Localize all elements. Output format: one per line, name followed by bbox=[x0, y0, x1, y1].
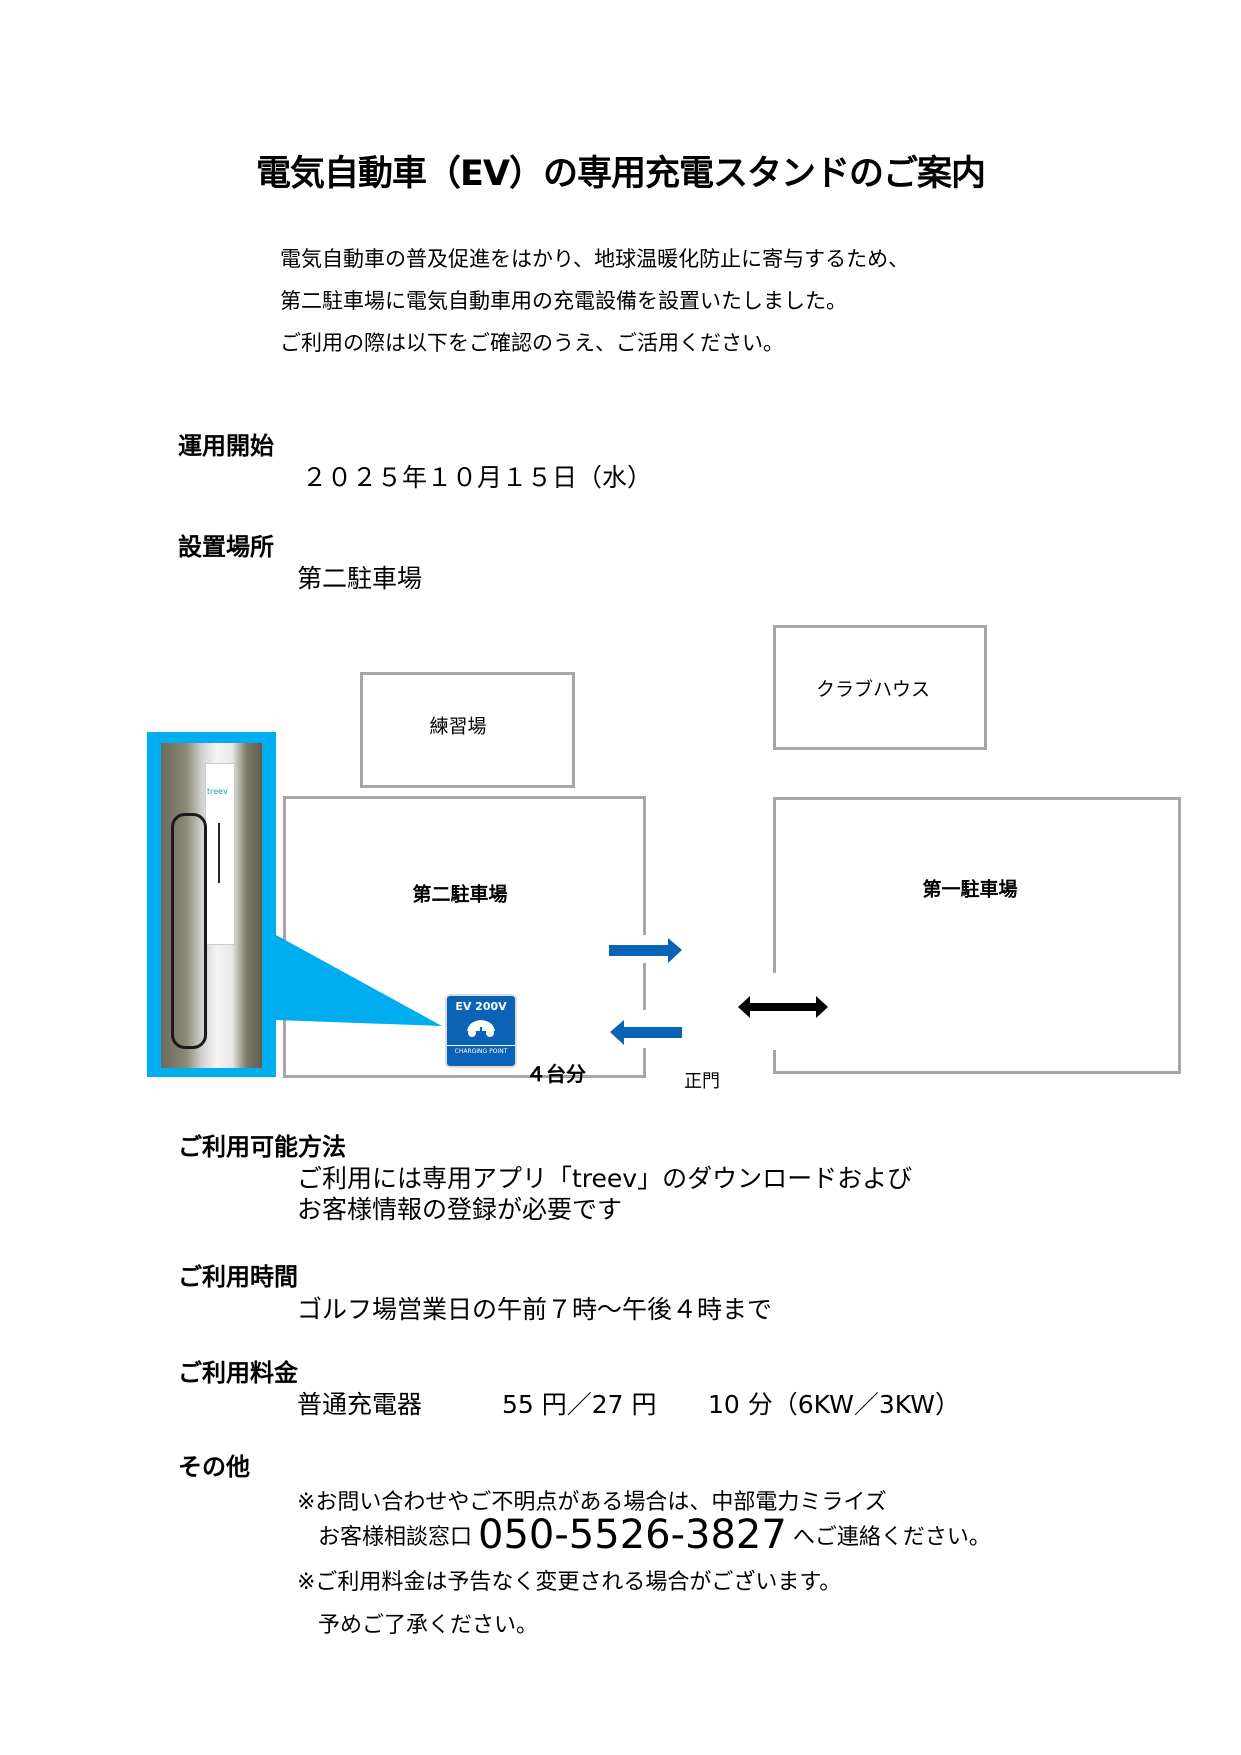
location-heading: 設置場所 bbox=[178, 533, 274, 561]
method-line-2: お客様情報の登録が必要です bbox=[297, 1195, 623, 1224]
ev-charging-sign: EV 200V CHARGING POINT bbox=[445, 994, 517, 1068]
fee-type: 普通充電器 bbox=[297, 1390, 423, 1419]
double-arrow-icon bbox=[738, 996, 828, 1018]
method-heading: ご利用可能方法 bbox=[178, 1133, 346, 1161]
contact-label: お客様相談窓口 bbox=[318, 1525, 473, 1550]
other-line-4: 予めご了承ください。 bbox=[318, 1613, 539, 1638]
other-heading: その他 bbox=[178, 1453, 250, 1481]
start-date: ２０２５年１０月１５日（水） bbox=[302, 463, 653, 492]
charger-count: ４台分 bbox=[526, 1062, 586, 1086]
start-heading: 運用開始 bbox=[178, 432, 274, 460]
clubhouse-box bbox=[773, 625, 987, 750]
blue-callout-triangle bbox=[276, 935, 442, 1026]
hours-value: ゴルフ場営業日の午前７時～午後４時まで bbox=[297, 1295, 773, 1324]
other-line-1: ※お問い合わせやご不明点がある場合は、中部電力ミライズ bbox=[297, 1490, 887, 1515]
phone-number: 050-5526-3827 bbox=[478, 1512, 787, 1558]
sign-caption: CHARGING POINT bbox=[447, 1045, 515, 1055]
fee-price: 55 円／27 円 bbox=[502, 1390, 657, 1419]
first-parking-label: 第一駐車場 bbox=[922, 878, 1018, 901]
intro-line-2: 第二駐車場に電気自動車用の充電設備を設置いたしました。 bbox=[280, 289, 847, 313]
ev-car-icon bbox=[467, 1020, 495, 1040]
main-gate-label: 正門 bbox=[684, 1071, 720, 1092]
page-title: 電気自動車（EV）の専用充電スタンドのご案内 bbox=[256, 154, 986, 194]
other-line-3: ※ご利用料金は予告なく変更される場合がございます。 bbox=[297, 1570, 842, 1595]
intro-line-1: 電気自動車の普及促進をはかり、地球温暖化防止に寄与するため、 bbox=[280, 247, 910, 271]
first-parking-box bbox=[773, 797, 1181, 1074]
method-line-1: ご利用には専用アプリ「treev」のダウンロードおよび bbox=[297, 1164, 913, 1193]
sign-voltage: EV 200V bbox=[455, 1000, 507, 1013]
location-value: 第二駐車場 bbox=[297, 564, 423, 593]
intro-line-3: ご利用の際は以下をご確認のうえ、ご活用ください。 bbox=[280, 331, 784, 355]
charger-brand: treev bbox=[207, 787, 228, 796]
practice-range-box bbox=[360, 672, 575, 788]
clubhouse-label: クラブハウス bbox=[815, 678, 931, 701]
charger-photo: treev bbox=[147, 732, 276, 1077]
contact-suffix: へご連絡ください。 bbox=[792, 1525, 991, 1550]
second-parking-label: 第二駐車場 bbox=[412, 883, 508, 906]
practice-range-label: 練習場 bbox=[429, 715, 487, 738]
hours-heading: ご利用時間 bbox=[178, 1263, 298, 1291]
arrow-right-icon bbox=[609, 938, 682, 963]
fee-unit: 10 分（6KW／3KW） bbox=[708, 1390, 961, 1419]
fee-heading: ご利用料金 bbox=[178, 1359, 298, 1387]
arrow-left-icon bbox=[610, 1020, 682, 1045]
